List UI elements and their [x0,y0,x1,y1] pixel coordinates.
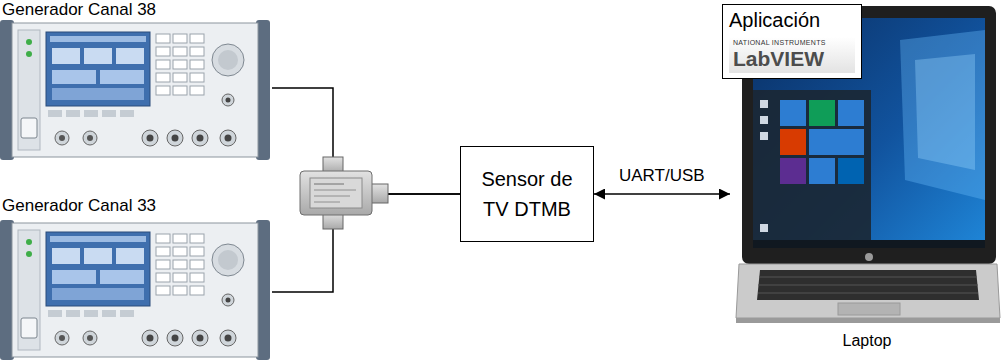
logo-text: LabVIEW [733,47,851,70]
labview-logo: NATIONAL INSTRUMENTSLabVIEW [729,37,855,73]
signal-generator [0,220,270,360]
connector-label: UART/USB [617,166,707,186]
logo-small-text: NATIONAL INSTRUMENTS [733,39,851,47]
application-box: AplicaciónNATIONAL INSTRUMENTSLabVIEW [722,4,862,79]
signal-generator: Generador Canal 38 [0,0,272,162]
generator-label: Generador Canal 38 [2,0,272,20]
signal-generator: Generador Canal 33 [0,196,272,363]
sensor-box: Sensor de TV DTMB [460,146,594,242]
generator-label: Generador Canal 33 [2,196,272,216]
sensor-label: Sensor de TV DTMB [471,164,583,224]
laptop: AplicaciónNATIONAL INSTRUMENTSLabVIEWLap… [730,0,1004,363]
laptop-label: Laptop [730,0,1004,350]
application-label: Aplicación [729,8,855,33]
signal-generator [0,20,270,160]
power-combiner [300,157,388,229]
connector [594,193,730,195]
